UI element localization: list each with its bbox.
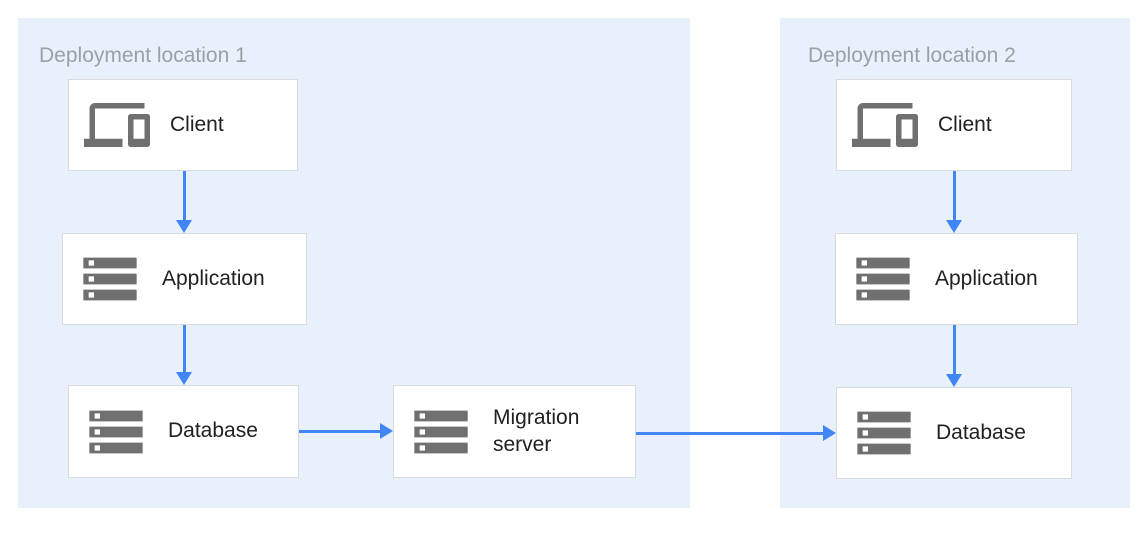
arrow-head — [380, 423, 393, 439]
storage-icon — [409, 400, 473, 464]
node-client-2: Client — [836, 79, 1072, 171]
region-title-1: Deployment location 1 — [39, 44, 247, 67]
node-label: Database — [168, 419, 258, 443]
arrow-head — [946, 374, 962, 387]
arrow-head — [946, 220, 962, 233]
devices-icon — [852, 92, 918, 158]
node-label: Client — [170, 112, 224, 136]
arrow-head — [176, 372, 192, 385]
storage-icon — [78, 247, 142, 311]
storage-icon — [852, 401, 916, 465]
node-label: Application — [935, 266, 1038, 290]
arrow-head — [176, 220, 192, 233]
node-application-2: Application — [835, 233, 1078, 325]
node-migration-server: Migration server — [393, 385, 636, 478]
node-application-1: Application — [62, 233, 307, 325]
arrow-line — [952, 171, 956, 220]
devices-icon — [84, 92, 150, 158]
node-database-1: Database — [68, 385, 299, 478]
arrow-line — [182, 325, 186, 372]
storage-icon — [84, 400, 148, 464]
node-client-1: Client — [68, 79, 298, 171]
node-label: Database — [936, 420, 1026, 444]
arrow-line — [299, 429, 381, 433]
node-label: Application — [162, 266, 265, 290]
node-label: Migration server — [493, 406, 580, 456]
storage-icon — [851, 247, 915, 311]
arrow-line — [182, 171, 186, 220]
region-title-2: Deployment location 2 — [808, 44, 1016, 67]
node-database-2: Database — [836, 387, 1072, 479]
arrow-head — [823, 425, 836, 441]
arrow-line — [952, 325, 956, 374]
node-label: Client — [938, 112, 992, 136]
arrow-line — [636, 431, 823, 435]
